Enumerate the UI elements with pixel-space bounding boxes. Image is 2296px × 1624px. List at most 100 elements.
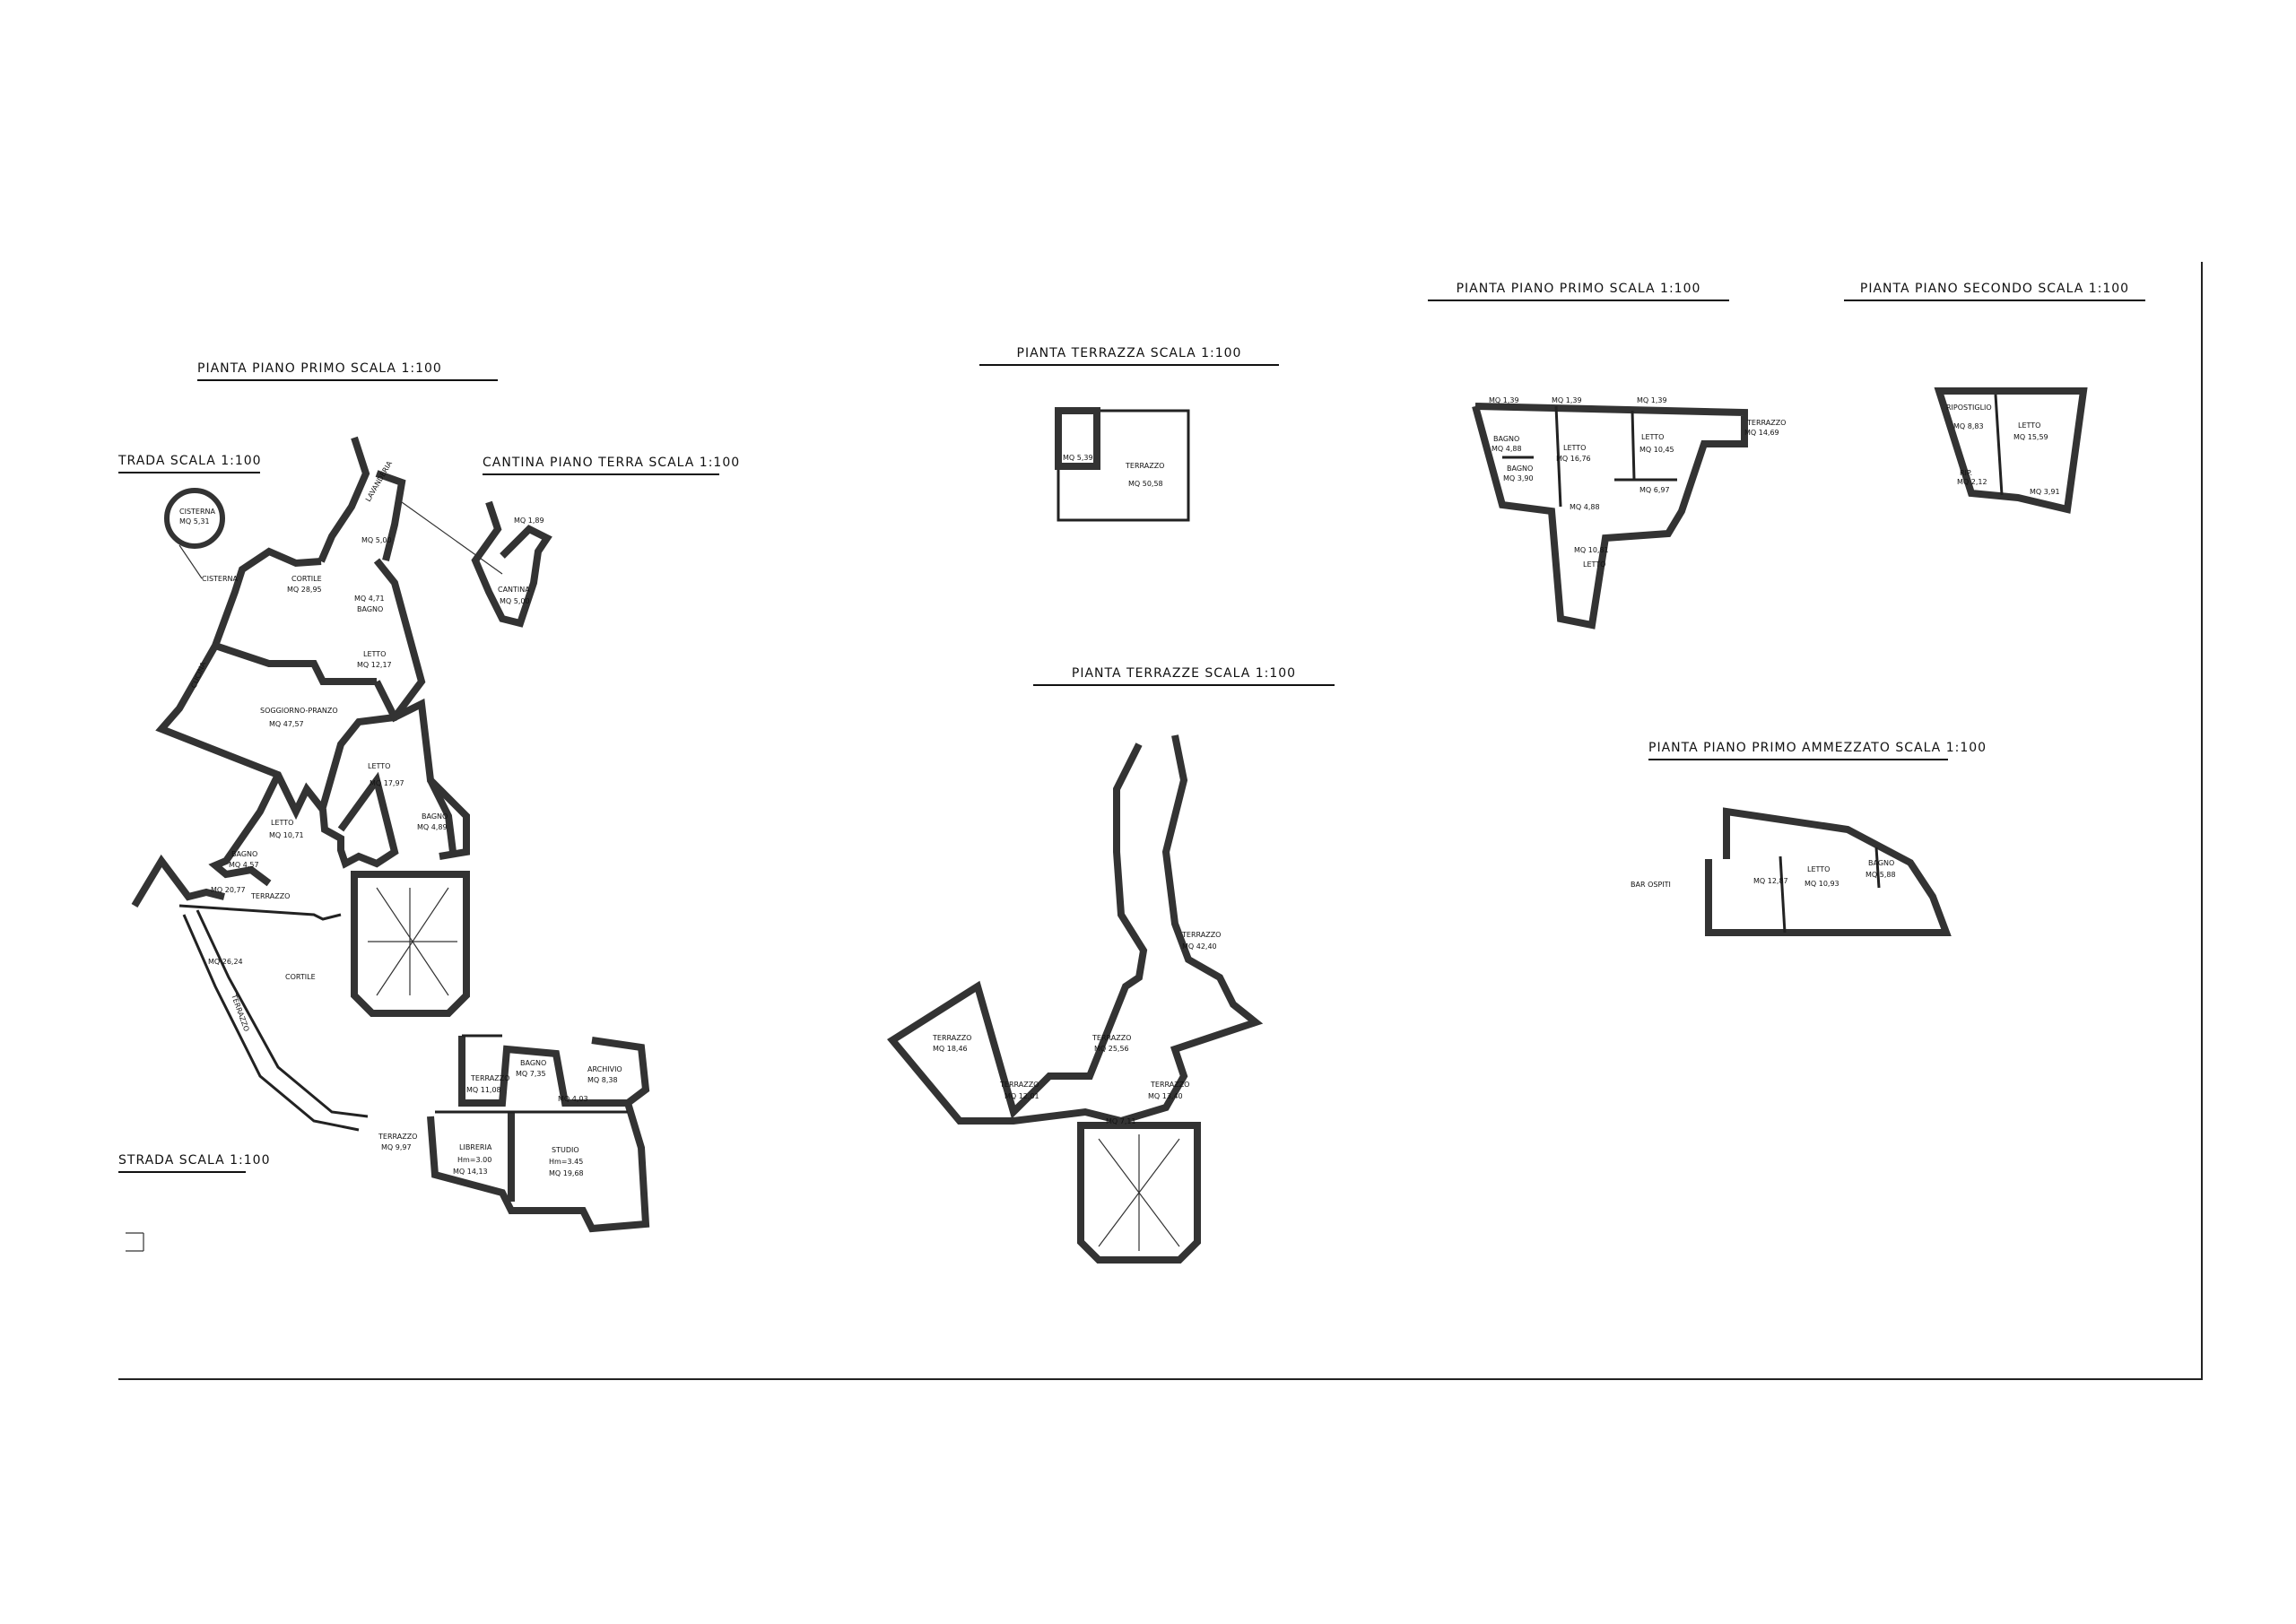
lbl-pr-bagno1-mq: MQ 4,88 [1492,445,1522,453]
lbl-pr-bagno1: BAGNO [1493,435,1519,443]
lbl-sec-rip2-mq: MQ 2,12 [1957,478,1987,486]
lbl-t1-mq: MQ 18,46 [933,1045,968,1053]
lbl-t3-mq: MQ 25,56 [1094,1045,1129,1053]
lbl-pr-terrazzo: TERRAZZO [1746,419,1786,427]
lbl-amm-mq1: MQ 12,87 [1753,877,1788,885]
lbl-studio: STUDIO [552,1146,579,1154]
lbl-cantina-mq: MQ 5,00 [500,597,530,605]
lbl-studio-h: Hm=3.45 [549,1158,583,1166]
lbl-t5-mq: MQ 42,40 [1182,942,1217,951]
lbl-letto1-mq: MQ 12,17 [357,661,392,669]
lbl-sec-ripostiglio: RIPOSTIGLIO [1946,404,1992,412]
lbl-bagno2: BAGNO [422,812,448,821]
lbl-terrazza-small: MQ 5,39 [1063,454,1093,462]
title-cantina: CANTINA PIANO TERRA SCALA 1:100 [483,456,739,475]
lbl-pr-bagno2: BAGNO [1507,465,1533,473]
wall-bottom-building [427,1037,650,1233]
lbl-cortile: CORTILE [291,575,322,583]
lbl-libreria-h: Hm=3.00 [457,1156,491,1164]
lbl-bagno1-mq: MQ 4,71 [354,595,385,603]
lbl-letto2: LETTO [368,762,390,770]
frame-bottom-line [118,1378,2203,1380]
lbl-libreria-mq: MQ 14,13 [453,1168,488,1176]
lbl-archivio-mq: MQ 8,38 [587,1076,618,1084]
lbl-t5: TERRAZZO [1181,931,1221,939]
lbl-cortile2: CORTILE [285,973,316,981]
lbl-pr-mq-c: MQ 1,39 [1637,396,1667,404]
lbl-cortile-mq: MQ 28,95 [287,586,322,594]
lbl-amm-letto: LETTO [1807,865,1830,873]
lbl-amm-letto-mq: MQ 10,93 [1805,880,1839,888]
lbl-amm-bar: BAR OSPITI [1631,881,1671,889]
lbl-terrazza: TERRAZZO [1125,462,1164,470]
wall-stair-top [317,436,370,563]
title-primo-ammezzato: PIANTA PIANO PRIMO AMMEZZATO SCALA 1:100 [1648,741,1986,760]
title-strada-bottom: STRADA SCALA 1:100 [118,1153,269,1173]
lbl-terr2-mq: MQ 11,08 [466,1086,501,1094]
lbl-terr1: TERRAZZO [250,892,290,900]
lbl-cantina-mq1: MQ 1,89 [514,517,544,525]
tower-octagon-2 [1077,1122,1201,1264]
wall-main-outline [155,547,399,869]
lbl-cantina: CANTINA [498,586,530,594]
lbl-cisterna-2: CISTERNA [202,575,239,583]
lbl-soggiorno-mq: MQ 47,57 [269,720,304,728]
lbl-t2-mq: MQ 12,01 [1004,1092,1039,1100]
lbl-cisterna: CISTERNA [179,508,216,516]
wall-primo-right-outline [1472,403,1748,630]
lbl-bagno3: BAGNO [231,850,257,858]
lbl-letto3-mq: MQ 10,71 [269,831,304,839]
lbl-mq711: MQ 7,11 [1106,1117,1136,1125]
lbl-terr1-mq: MQ 20,77 [211,886,246,894]
lbl-sec-rip2: RIP. [1960,469,1972,477]
lbl-pr-mq-b: MQ 1,39 [1552,396,1582,404]
lbl-terr3-mq: MQ 9,97 [381,1143,412,1151]
lbl-terr3: TERRAZZO [378,1133,417,1141]
lbl-pr-bagno2-mq: MQ 3,90 [1503,474,1534,482]
lbl-pr-mq488: MQ 4,88 [1570,503,1600,511]
title-piano-primo-right: PIANTA PIANO PRIMO SCALA 1:100 [1428,282,1729,301]
lbl-soggiorno: SOGGIORNO-PRANZO [260,707,338,715]
lbl-letto1: LETTO [363,650,386,658]
lbl-archivio: ARCHIVIO [587,1065,622,1073]
cisterna-circle [164,488,225,549]
title-terrazza: PIANTA TERRAZZA SCALA 1:100 [979,346,1279,366]
lbl-terrazza-mq: MQ 50,58 [1128,480,1163,488]
lbl-small-mq: MQ 4,03 [558,1095,588,1103]
lbl-sec-letto-mq: MQ 15,59 [2013,433,2048,441]
lbl-cortile2-mq: MQ 26,24 [208,958,243,966]
lbl-amm-bagno: BAGNO [1868,859,1894,867]
lbl-pr-letto1: LETTO [1563,444,1586,452]
lbl-bagno4: BAGNO [520,1059,546,1067]
lbl-amm-bagno-mq: MQ 5,88 [1866,871,1896,879]
lbl-bagno1: BAGNO [357,605,383,613]
title-strada-top: TRADA SCALA 1:100 [118,454,261,473]
lbl-t1: TERRAZZO [932,1034,971,1042]
lbl-t3: TERRAZZO [1091,1034,1131,1042]
lbl-cisterna-mq: MQ 5,31 [179,517,210,525]
lbl-pr-letto3: LETTO [1583,560,1605,569]
lbl-pr-terrazzo-mq: MQ 14,69 [1744,429,1779,437]
lbl-bagno4-mq: MQ 7,35 [516,1070,546,1078]
lbl-bagno3-mq: MQ 4,57 [229,861,259,869]
lbl-pr-mq697: MQ 6,97 [1639,486,1670,494]
title-piano-secondo: PIANTA PIANO SECONDO SCALA 1:100 [1844,282,2145,301]
wall-terrazze-outline [887,734,1264,1125]
tower-octagon [351,871,470,1017]
lbl-sec-small-mq: MQ 3,91 [2030,488,2060,496]
lbl-t4-mq: MQ 13,40 [1148,1092,1183,1100]
title-terrazze: PIANTA TERRAZZE SCALA 1:100 [1033,666,1335,686]
lbl-libreria: LIBRERIA [459,1143,492,1151]
lbl-studio-mq: MQ 19,68 [549,1169,584,1177]
lbl-pr-letto1-mq: MQ 16,76 [1556,455,1591,463]
lbl-pr-letto2: LETTO [1641,433,1664,441]
lbl-letto2-mq: MQ 17,97 [370,779,404,787]
frame-right-line [2201,262,2203,1380]
